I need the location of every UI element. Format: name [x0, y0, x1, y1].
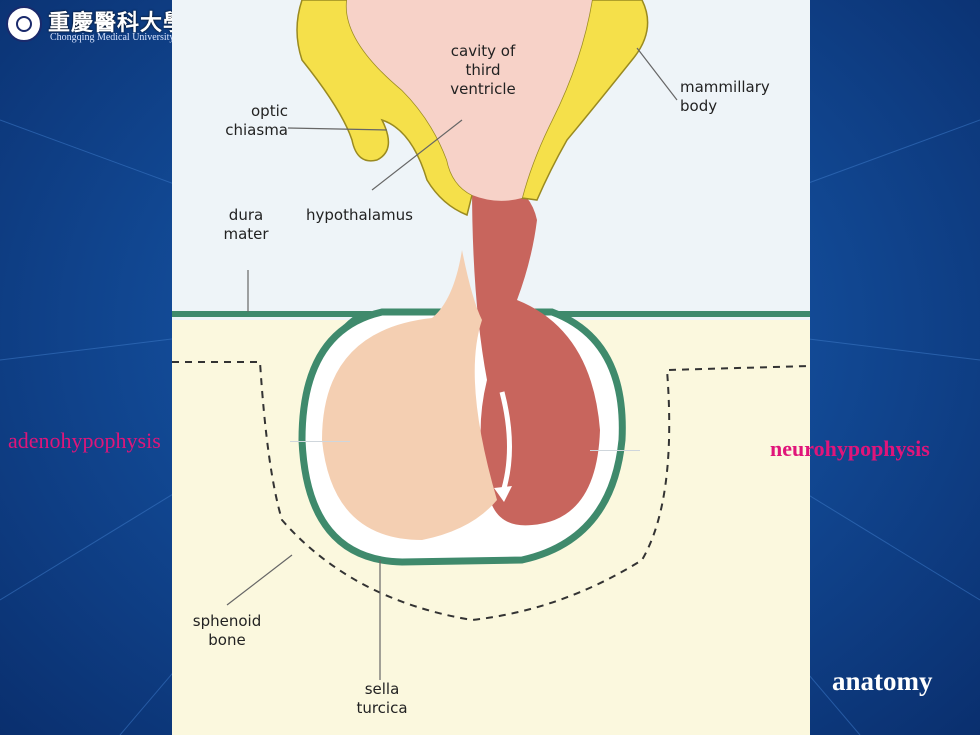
seal-icon — [6, 6, 42, 42]
white-arrow — [499, 391, 512, 496]
anatomy-footer-label: anatomy — [832, 666, 933, 696]
logo-chinese-name: 重慶醫科大學 — [48, 10, 187, 36]
university-logo: 重慶醫科大學 Chongqing Medical University — [4, 2, 204, 46]
sphenoid-dashed-outline — [172, 361, 810, 622]
neurohypophysis-label: neurohypophysis — [770, 436, 930, 461]
neuro-leader-line — [590, 450, 640, 451]
adenohypophysis-shape — [322, 250, 497, 540]
label-hypothalamus: hypothalamus — [306, 206, 413, 224]
label-sella-turcica: sella turcica — [356, 680, 408, 717]
leader-lines — [226, 47, 678, 680]
diagram-illustration — [172, 0, 810, 735]
label-cavity-third-ventricle: cavity of third ventricle — [450, 42, 516, 98]
neurohypophysis-shape — [472, 183, 600, 526]
label-dura-mater: dura mater — [223, 206, 269, 243]
label-sphenoid-bone: sphenoid bone — [192, 612, 262, 649]
label-optic-chiasma: optic chiasma — [225, 102, 288, 139]
pituitary-diagram: cavity of third ventricle mammillary bod… — [172, 0, 810, 735]
adenohypophysis-label: adenohypophysis — [8, 428, 161, 453]
adeno-leader-line — [290, 441, 350, 442]
label-mammillary-body: mammillary body — [680, 78, 770, 115]
hypothalamus-wall-left — [296, 0, 473, 217]
third-ventricle-cavity — [346, 0, 592, 201]
logo-english-name: Chongqing Medical University — [50, 32, 175, 43]
